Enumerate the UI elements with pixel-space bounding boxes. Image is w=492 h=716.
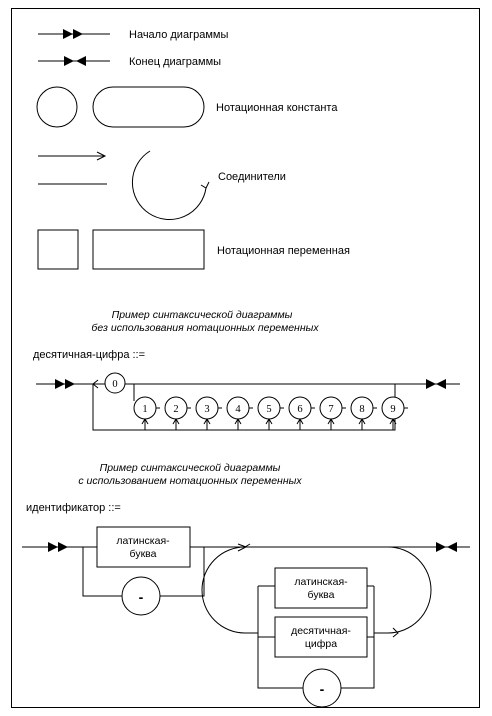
example2-rule-label: идентификатор ::= — [26, 502, 121, 514]
example1-digit-6: 6 — [288, 396, 312, 420]
example1-digit-0: 0 — [104, 372, 126, 394]
svg-text:4: 4 — [235, 404, 241, 415]
example1-digit-7: 7 — [319, 396, 343, 420]
figure-frame — [11, 8, 480, 708]
legend-start-symbol — [38, 29, 110, 39]
legend-constant-circle — [36, 86, 78, 128]
digit-branch-entry — [125, 383, 135, 401]
svg-text:2: 2 — [173, 404, 178, 415]
dash-constant-2: - — [320, 681, 325, 697]
example1-digit-1: 1 — [133, 396, 157, 420]
svg-text:7: 7 — [328, 404, 333, 415]
box-latin-letter-inner-line2: буква — [308, 589, 335, 601]
legend-constant-oval — [92, 86, 205, 128]
legend-connector-arrow — [38, 151, 107, 185]
example1-rule-label: десятичная-цифра ::= — [33, 349, 145, 361]
legend-connector-label: Соединители — [218, 171, 286, 183]
legend-start-label: Начало диаграммы — [129, 29, 228, 41]
legend-end-label: Конец диаграммы — [129, 56, 221, 68]
svg-text:5: 5 — [266, 404, 271, 415]
legend-connector-arc — [131, 150, 210, 220]
svg-text:3: 3 — [204, 404, 209, 415]
legend-variable-label: Нотационная переменная — [217, 245, 350, 257]
legend-end-symbol — [38, 56, 110, 66]
box-latin-letter-line2: буква — [130, 548, 157, 560]
example1-caption-line1: Пример синтаксической диаграммы — [112, 309, 293, 321]
example1-digit-8: 8 — [350, 396, 374, 420]
example2-diagram — [22, 526, 470, 708]
box-latin-letter-inner-line1: латинская- — [294, 576, 348, 588]
legend-variable-rect — [92, 229, 205, 270]
legend-variable-square — [37, 229, 79, 270]
example1-digit-9: 9 — [381, 396, 405, 420]
example1-digit-3: 3 — [195, 396, 219, 420]
example1-digit-4: 4 — [226, 396, 250, 420]
example2-caption-line2: с использованием нотационных переменных — [78, 475, 302, 487]
box-decimal-digit-line1: десятичная- — [291, 625, 351, 637]
svg-text:1: 1 — [142, 404, 147, 415]
svg-text:0: 0 — [112, 379, 117, 390]
svg-text:6: 6 — [297, 404, 302, 415]
example1-caption-line2: без использования нотационных переменных — [91, 322, 319, 334]
example2-caption-line1: Пример синтаксической диаграммы — [100, 462, 281, 474]
legend-constant-label: Нотационная константа — [216, 102, 338, 114]
box-latin-letter-line1: латинская- — [116, 535, 170, 547]
example1-digit-2: 2 — [164, 396, 188, 420]
example1-digit-5: 5 — [257, 396, 281, 420]
dash-constant-1: - — [139, 589, 144, 605]
svg-text:9: 9 — [390, 404, 395, 415]
svg-text:8: 8 — [359, 404, 364, 415]
box-decimal-digit-line2: цифра — [305, 638, 337, 650]
